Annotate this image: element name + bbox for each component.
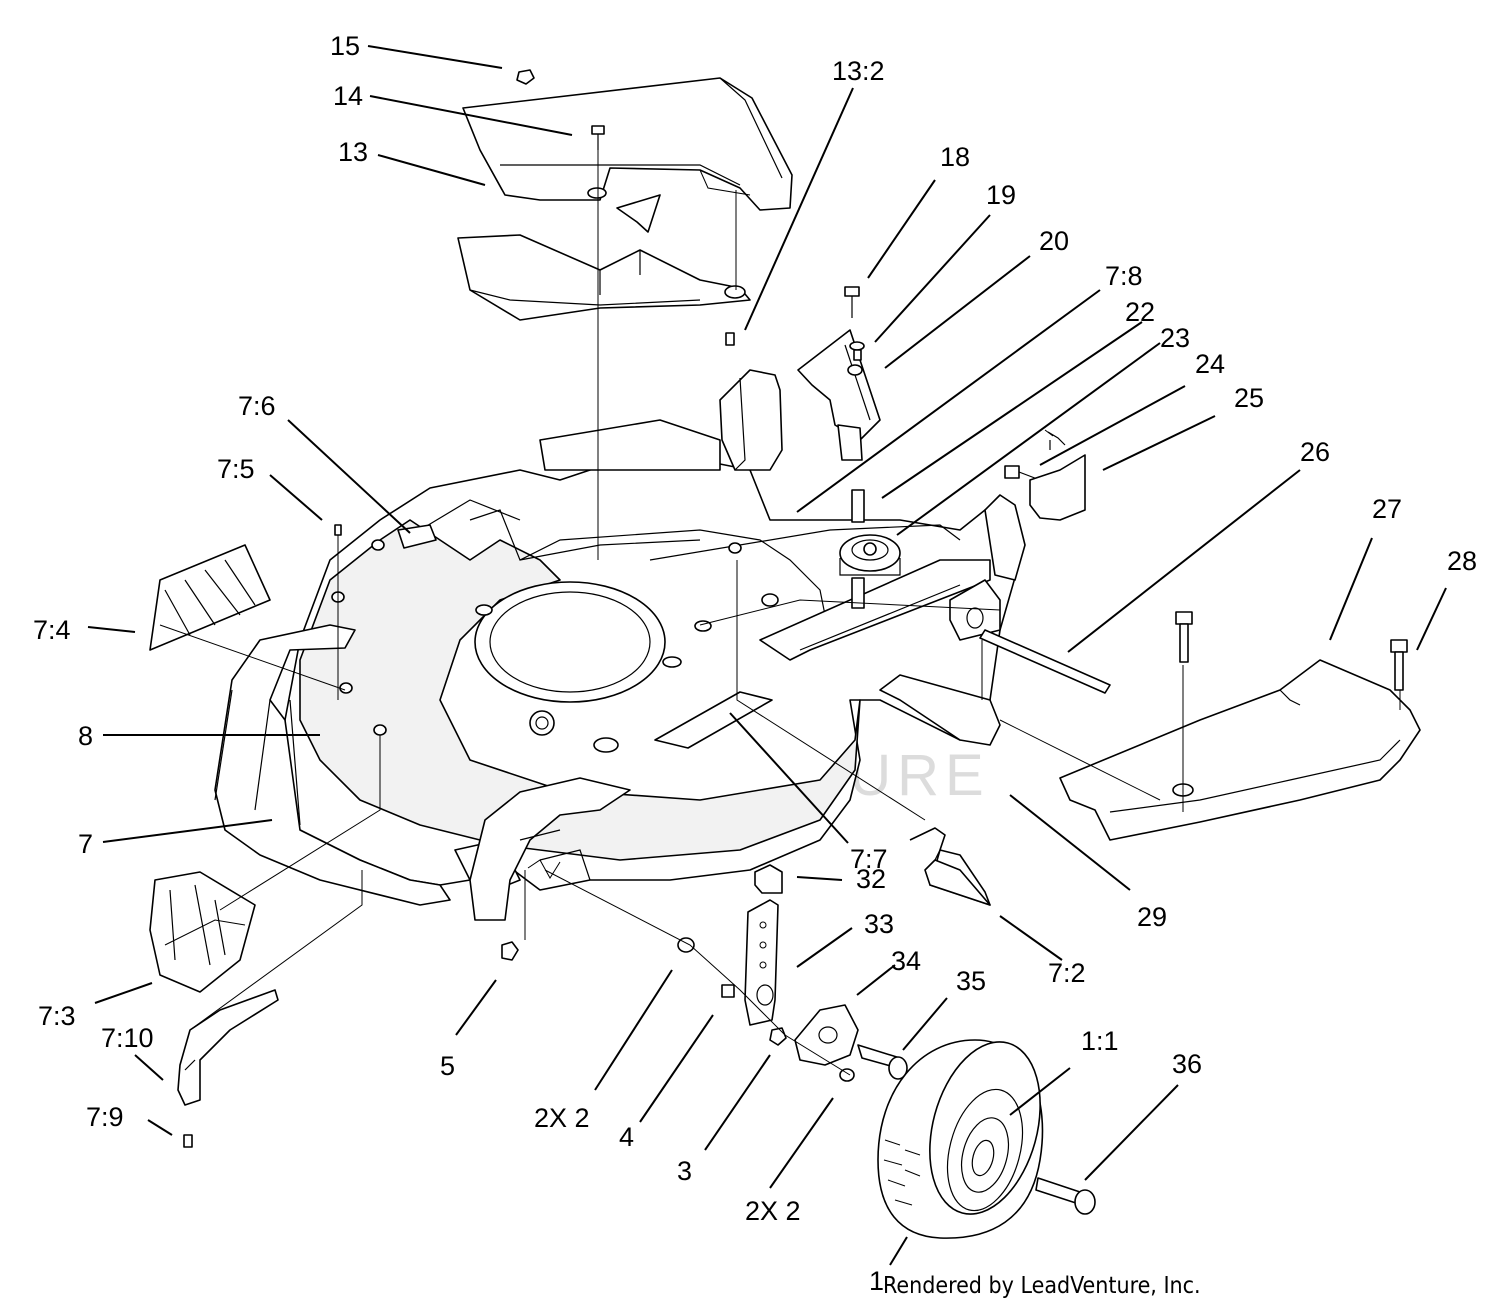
callout-8: 8 <box>78 721 93 751</box>
part-7-10-arm <box>177 989 279 1148</box>
assembly-lines <box>159 150 1401 1076</box>
callout-13: 13 <box>338 137 368 167</box>
callout-1: 1 <box>869 1266 884 1296</box>
part-15-nut <box>516 69 535 85</box>
callout-5: 5 <box>440 1051 455 1081</box>
part-7-2-chute-flap <box>909 827 991 906</box>
part-23-pulley <box>839 534 901 576</box>
part-1-wheel <box>877 1039 1044 1239</box>
callout-36: 36 <box>1172 1049 1202 1079</box>
callout-2x2-a: 2X 2 <box>534 1103 590 1133</box>
part-26-strap <box>979 629 1111 694</box>
part-14-screw <box>591 125 605 150</box>
part-35-bolt <box>857 1044 908 1080</box>
callout-23: 23 <box>1160 323 1190 353</box>
part-25-bracket <box>1029 429 1086 521</box>
callout-3: 3 <box>677 1156 692 1186</box>
part-2-washer-b <box>839 1068 855 1082</box>
part-20-bracket <box>797 329 881 461</box>
part-22-spacer <box>851 489 865 609</box>
part-7-3-mulch-plug <box>149 871 256 993</box>
callout-33: 33 <box>864 909 894 939</box>
callout-14: 14 <box>333 81 363 111</box>
part-32-knob <box>754 864 783 894</box>
part-33-height-bracket <box>744 899 779 1026</box>
callout-7-6: 7:6 <box>238 391 276 421</box>
callout-labels: 15 14 13 13:2 18 19 20 7:8 22 23 24 25 2… <box>33 31 1477 1296</box>
callout-24: 24 <box>1195 349 1225 379</box>
callout-7: 7 <box>78 829 93 859</box>
callout-7-4: 7:4 <box>33 615 71 645</box>
callout-35: 35 <box>956 966 986 996</box>
callout-25: 25 <box>1234 383 1264 413</box>
callout-1-1: 1:1 <box>1081 1026 1119 1056</box>
callout-15: 15 <box>330 31 360 61</box>
part-2-washer-a <box>677 937 695 953</box>
part-7-4-mulch-plug <box>149 544 271 651</box>
callout-18: 18 <box>940 142 970 172</box>
part-rear-axle-rail <box>649 524 1001 746</box>
callout-13-2: 13:2 <box>832 56 885 86</box>
callout-7-2: 7:2 <box>1048 958 1086 988</box>
part-4-bolt <box>721 984 735 998</box>
callout-2x2-b: 2X 2 <box>745 1196 801 1226</box>
part-28-bolt <box>1390 639 1408 691</box>
part-34-pivot-bracket <box>794 1004 859 1066</box>
part-cover-bracket <box>457 194 751 346</box>
leader-lines <box>87 45 1447 1266</box>
part-27-bolt <box>1175 611 1193 663</box>
callout-28: 28 <box>1447 546 1477 576</box>
callout-7-8: 7:8 <box>1105 261 1143 291</box>
part-19-washer <box>849 341 865 361</box>
part-3-nut <box>769 1027 787 1046</box>
callout-27: 27 <box>1372 494 1402 524</box>
callout-29: 29 <box>1137 902 1167 932</box>
part-18-screw <box>844 286 860 318</box>
callout-7-3: 7:3 <box>38 1001 76 1031</box>
part-36-wheel-bolt <box>1035 1177 1096 1215</box>
callout-20: 20 <box>1039 226 1069 256</box>
callout-22: 22 <box>1125 297 1155 327</box>
deck-rear-towers <box>539 369 1026 581</box>
callout-7-7: 7:7 <box>850 844 888 874</box>
part-7-front-right-skirt <box>469 777 631 921</box>
credit-text: Rendered by LeadVenture, Inc. <box>883 1273 1201 1299</box>
callout-32: 32 <box>856 864 886 894</box>
callout-7-10: 7:10 <box>101 1023 154 1053</box>
callout-7-5: 7:5 <box>217 454 255 484</box>
part-13-top-cover <box>462 77 793 211</box>
callout-7-9: 7:9 <box>86 1102 124 1132</box>
part-8-deck <box>284 459 1021 891</box>
part-27-rear-shroud <box>1059 659 1421 841</box>
callout-26: 26 <box>1300 437 1330 467</box>
callout-19: 19 <box>986 180 1016 210</box>
part-5-nut <box>501 941 519 961</box>
callout-34: 34 <box>891 946 921 976</box>
callout-4: 4 <box>619 1122 634 1152</box>
